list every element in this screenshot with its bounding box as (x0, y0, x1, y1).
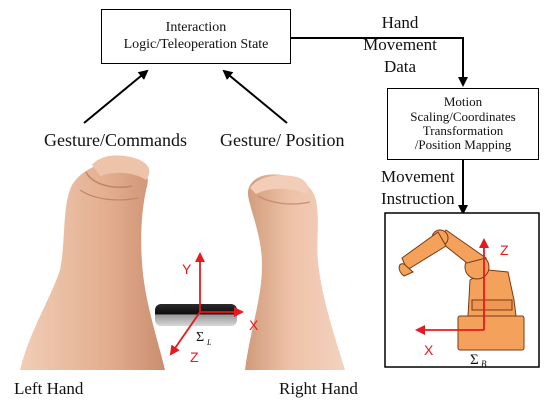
sensor-x-label: X (249, 317, 259, 333)
sensor-y-label: Y (182, 261, 192, 277)
movement-instruction-line-2: Instruction (381, 189, 455, 209)
sensor-sigma-sub: L (206, 338, 212, 347)
arrow-position-to-logic (222, 69, 288, 124)
robot-sigma: Σ (470, 352, 479, 368)
left-hand-label: Left Hand (14, 379, 84, 398)
gesture-commands-label: Gesture/Commands (44, 130, 187, 150)
robot-z-label: Z (500, 242, 509, 258)
left-hand-image (20, 155, 165, 370)
arrow-logic-to-motion (291, 37, 468, 87)
logic-state-box: Interaction Logic/Teleoperation State (101, 9, 291, 64)
leap-sensor-device (155, 304, 237, 326)
sensor-frame-axes (169, 252, 244, 356)
hand-data-line-3: Data (383, 57, 417, 77)
motion-mapping-box: Motion Scaling/Coordinates Transformatio… (387, 88, 539, 160)
robot-sigma-sub: B (481, 359, 487, 369)
logic-box-line-2: Logic/Teleoperation State (123, 36, 269, 52)
robot-arm-illustration (398, 229, 525, 351)
motion-box-line-2: Scaling/Coordinates (410, 108, 516, 124)
hand-movement-data-label: Hand Movement Data (335, 12, 465, 78)
motion-box-line-3: Transformation (422, 123, 504, 138)
hand-data-line-2: Movement (363, 35, 437, 55)
hand-data-line-1: Hand (381, 13, 419, 32)
robot-x-label: X (424, 342, 434, 358)
movement-instruction-line-1: Movement (381, 167, 455, 186)
motion-box-line-4: /Position Mapping (414, 137, 512, 153)
sensor-sigma: Σ (196, 330, 204, 345)
motion-box-line-1: Motion (443, 94, 483, 110)
sensor-z-axis (169, 311, 201, 356)
sensor-z-label: Z (190, 349, 199, 365)
arrow-commands-to-logic (83, 69, 149, 124)
right-hand-label: Right Hand (279, 379, 358, 398)
right-hand-image (245, 174, 345, 370)
logic-box-line-1: Interaction (165, 19, 227, 35)
movement-instruction-label: Movement Instruction (381, 166, 455, 210)
gesture-position-label: Gesture/ Position (220, 130, 345, 150)
robot-frame-axes (415, 238, 489, 335)
